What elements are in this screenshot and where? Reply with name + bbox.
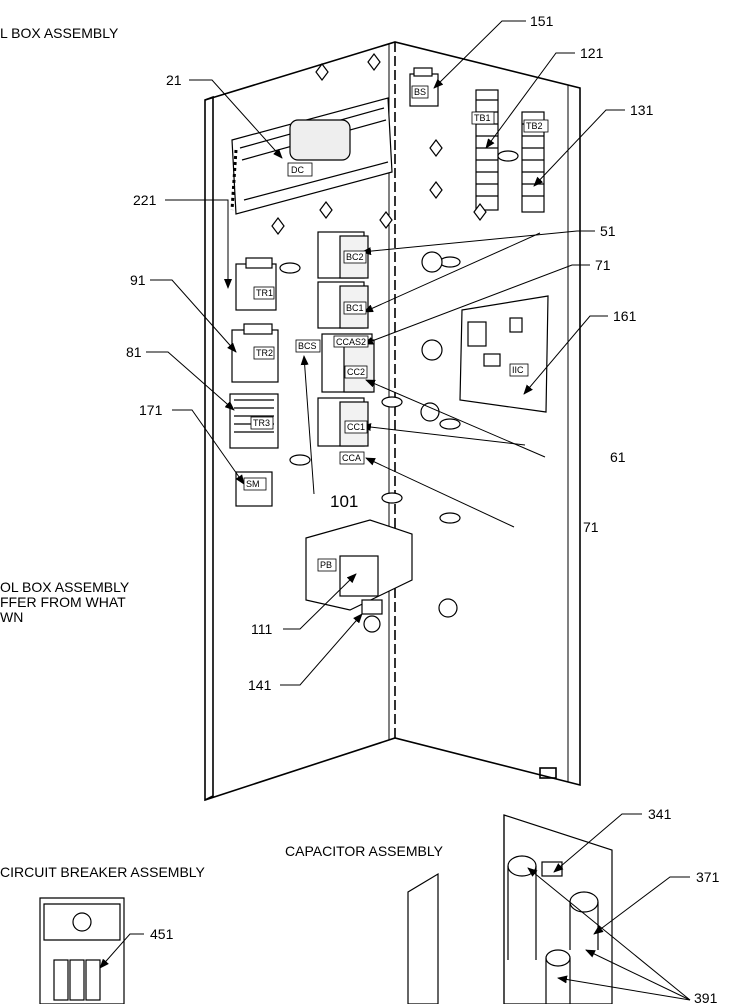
callout-101: 101 [330,492,359,511]
component-tags: DC BS TB1 TB2 TR1 TR2 TR3 BCS BC2 BC1 CC… [243,85,549,572]
terminal-block-2 [521,111,545,213]
callout-51: 51 [600,223,616,239]
heading-circuit-breaker: CIRCUIT BREAKER ASSEMBLY [0,864,205,880]
callout-221: 221 [133,192,157,208]
tag-bc2: BC2 [346,252,364,262]
control-board-iic [459,295,549,413]
note-line: FFER FROM WHAT [0,594,126,610]
callout-91: 91 [130,272,146,288]
callout-21: 21 [166,72,182,88]
heading-capacitor: CAPACITOR ASSEMBLY [285,843,443,859]
callout-161: 161 [613,308,637,324]
controller-board [230,97,393,215]
callout-391: 391 [694,990,718,1006]
callout-71-lower: 71 [583,519,599,535]
callout-151: 151 [530,13,554,29]
tag-sm: SM [246,479,260,489]
callout-61: 61 [610,449,626,465]
callout-81: 81 [126,344,142,360]
callout-131: 131 [630,102,654,118]
note-line: OL BOX ASSEMBLY [0,579,130,595]
callout-121: 121 [580,45,604,61]
tag-cc2: CC2 [347,367,365,377]
circuit-breaker-assembly [39,897,125,1004]
wire-clips [271,53,519,618]
tag-cca: CCA [342,453,361,463]
callout-111: 111 [251,621,273,637]
tag-tb1: TB1 [474,113,491,123]
callout-371: 371 [696,869,720,885]
capacitor-assembly [407,814,613,1004]
tag-bs: BS [414,87,426,97]
tag-iic: IIC [512,365,524,375]
callout-71-upper: 71 [595,257,611,273]
tag-tr1: TR1 [256,288,273,298]
tag-bc1: BC1 [346,303,364,313]
callout-451: 451 [150,926,174,942]
note-line: WN [0,609,24,625]
callout-341: 341 [648,806,672,822]
tag-tr2: TR2 [256,348,273,358]
tag-bcs: BCS [298,341,317,351]
tag-cc1: CC1 [347,422,365,432]
tag-ccas2: CCAS2 [336,337,366,347]
callout-141: 141 [248,677,272,693]
tag-pb: PB [320,560,332,570]
power-block [305,519,413,633]
terminal-block-1 [475,89,499,211]
tag-dc: DC [291,165,304,175]
leader-lines [99,20,691,1001]
callout-171: 171 [139,402,163,418]
heading-control-box: L BOX ASSEMBLY [0,25,119,41]
tag-tb2: TB2 [526,121,543,131]
tag-tr3: TR3 [253,418,270,428]
